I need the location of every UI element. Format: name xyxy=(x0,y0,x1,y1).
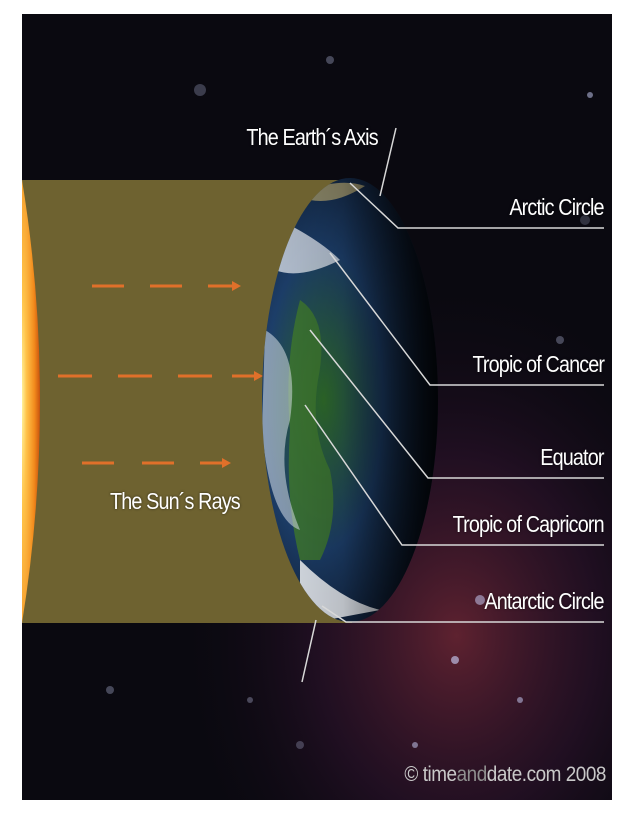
stars xyxy=(106,56,593,749)
tropic-of-capricorn-label: Tropic of Capricorn xyxy=(452,511,605,537)
copyright-brand-and: and xyxy=(456,763,488,786)
copyright-brand-date: date.com 2008 xyxy=(486,763,607,786)
ray-arrows xyxy=(58,281,263,468)
sun xyxy=(22,180,40,623)
earth-axis-label: The Earth´s Axis xyxy=(246,124,379,150)
earth-axis-line-bottom xyxy=(301,619,317,683)
copyright-symbol: © xyxy=(404,763,418,786)
copyright-brand-time: time xyxy=(422,763,457,786)
earth-axis-line-top xyxy=(379,127,397,197)
copyright-notice: © timeanddate.com 2008 xyxy=(404,763,606,787)
tropic-of-cancer-label: Tropic of Cancer xyxy=(472,351,605,377)
suns-rays-label: The Sun´s Rays xyxy=(110,488,241,514)
leader-lines xyxy=(304,182,604,623)
antarctic-circle-label: Antarctic Circle xyxy=(484,588,605,614)
arctic-circle-label: Arctic Circle xyxy=(509,194,605,220)
equator-label: Equator xyxy=(540,444,605,470)
